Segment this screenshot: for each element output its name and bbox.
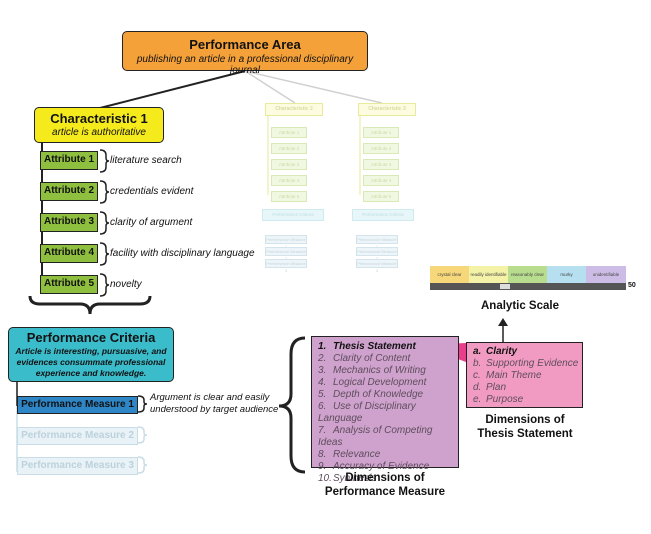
dimension-num: 6. — [318, 401, 327, 412]
dimension-num: 3. — [318, 365, 327, 376]
performance-criteria-subtitle: Article is interesting, pursuasive, and … — [15, 346, 167, 378]
dimensions-of-performance-measure-box: 1.Thesis Statement 2.Clarity of Content … — [311, 336, 459, 484]
dimension-num: 5. — [318, 389, 327, 400]
c3-attribute-5-faded: Attribute 5 — [363, 191, 399, 202]
dimensions-of-thesis-statement-box: a. Clarity b. Supporting Evidence c. Main T… — [466, 342, 583, 408]
c3-attribute-4-faded: Attribute 4 — [363, 175, 399, 186]
attribute-5-box: Attribute 5 — [40, 275, 98, 294]
dimension-item: 3. Mechanics of Writing — [318, 365, 458, 377]
attribute-2-text: credentials evident — [110, 186, 194, 197]
dimension-text: Clarity of Content — [333, 353, 411, 364]
c3-pm-1-faded: Performance Measure 1 — [356, 235, 398, 249]
dimension-item: 7.Analysis of Competing Ideas — [318, 425, 458, 449]
dimension-text: Mechanics of Writing — [333, 365, 426, 376]
dimension-text: Relevance — [333, 449, 381, 460]
thesis-dimension-num: d. — [473, 382, 482, 393]
scale-value: 50 — [628, 282, 636, 289]
dimension-item: 2. Clarity of Content — [318, 353, 458, 365]
performance-criteria-title: Performance Criteria — [26, 330, 156, 345]
dimension-num: 9. — [318, 461, 327, 472]
thesis-dimension-num: e. — [473, 394, 482, 405]
dimension-text: Thesis Statement — [333, 341, 416, 352]
attribute-2-box: Attribute 2 — [40, 182, 98, 201]
attribute-3-box: Attribute 3 — [40, 213, 98, 232]
thesis-dimension-item: b. Supporting Evidence — [473, 358, 582, 370]
attribute-3-text: clarity of argument — [110, 217, 193, 228]
dimensions-of-performance-measure-caption: Dimensions of Performance Measure — [324, 472, 446, 498]
performance-area-title: Performance Area — [189, 37, 301, 52]
c2-attribute-5-faded: Attribute 5 — [271, 191, 307, 202]
dimension-item: 6.Use of Disciplinary Language — [318, 401, 458, 425]
thesis-dimension-item: c. Main Theme — [473, 370, 582, 382]
c2-attribute-2-faded: Attribute 2 — [271, 143, 307, 154]
dimension-text: Analysis of Competing Ideas — [318, 425, 433, 448]
thesis-dimension-item: e. Purpose — [473, 394, 582, 406]
thesis-dimension-text: Main Theme — [486, 370, 542, 381]
c3-attribute-2-faded: Attribute 2 — [363, 143, 399, 154]
characteristic-3-faded: Characteristic 3 — [358, 103, 416, 116]
c3-performance-criteria-faded: Performance Criteria — [352, 209, 414, 221]
performance-measure-1: Performance Measure 1 — [17, 396, 138, 414]
analytic-scale-caption: Analytic Scale — [481, 300, 559, 312]
thesis-dimension-text: Purpose — [486, 394, 524, 405]
characteristic-1-title: Characteristic 1 — [50, 111, 148, 126]
attribute-1-text: literature search — [110, 155, 182, 166]
attribute-4-box: Attribute 4 — [40, 244, 98, 263]
performance-criteria-box: Performance Criteria Article is interest… — [8, 327, 174, 382]
c2-attribute-3-faded: Attribute 3 — [271, 159, 307, 170]
dimension-text: Depth of Knowledge — [333, 389, 424, 400]
attribute-1-box: Attribute 1 — [40, 151, 98, 170]
thesis-dimension-num: b. — [473, 358, 482, 369]
thesis-dimension-num: a. — [473, 346, 482, 357]
dimension-num: 8. — [318, 449, 327, 460]
scale-level-unidentifiable: unidentifiable — [586, 266, 626, 283]
c2-attribute-4-faded: Attribute 4 — [271, 175, 307, 186]
thesis-dimension-text: Supporting Evidence — [486, 358, 579, 369]
c2-pm-1-faded: Performance Measure 1 — [265, 235, 307, 249]
performance-area-box: Performance Area publishing an article i… — [122, 31, 368, 76]
c2-performance-criteria-faded: Performance Criteria — [262, 209, 324, 221]
c3-attribute-1-faded: Attribute 1 — [363, 127, 399, 138]
performance-measure-2: Performance Measure 2 — [17, 427, 138, 445]
dimension-item: 10.Synthesis — [318, 473, 458, 485]
c2-pm-3-faded: Performance Measure 3 — [265, 259, 307, 273]
dimension-num: 1. — [318, 341, 327, 352]
scale-level-readily-identifiable: readily identifiable — [469, 266, 508, 283]
dimension-num: 7. — [318, 425, 327, 436]
dimension-item: 5. Depth of Knowledge — [318, 389, 458, 401]
thesis-dimension-item: a. Clarity — [473, 346, 582, 358]
performance-area-subtitle: publishing an article in a professional … — [136, 54, 354, 76]
thesis-dimension-num: c. — [473, 370, 481, 381]
dimension-text: Accuracy of Evidence — [333, 461, 430, 472]
dimension-text: Logical Development — [333, 377, 427, 388]
performance-measure-1-text: Argument is clear and easily understood … — [150, 392, 279, 415]
c3-attribute-3-faded: Attribute 3 — [363, 159, 399, 170]
c3-pm-3-faded: Performance Measure 3 — [356, 259, 398, 273]
c2-attribute-1-faded: Attribute 1 — [271, 127, 307, 138]
scale-level-murky: murky — [547, 266, 586, 283]
attribute-4-text: facility with disciplinary language — [110, 248, 255, 259]
c2-pm-2-faded: Performance Measure 2 — [265, 247, 307, 261]
dimension-text: Use of Disciplinary Language — [318, 401, 416, 424]
thesis-dimension-text: Plan — [486, 382, 507, 393]
characteristic-1-box: Characteristic 1 article is authoritativ… — [34, 107, 164, 143]
dimension-text: Synthesis — [333, 473, 377, 484]
dimension-num: 10. — [318, 473, 332, 484]
c3-pm-2-faded: Performance Measure 2 — [356, 247, 398, 261]
scale-level-reasonably-clear: reasonably clear — [508, 266, 547, 283]
dimensions-of-thesis-statement-caption: Dimensions of Thesis Statement — [477, 414, 573, 440]
dimension-num: 2. — [318, 353, 327, 364]
dimension-item: 8. Relevance — [318, 449, 458, 461]
dimension-item: 9. Accuracy of Evidence — [318, 461, 458, 473]
dimension-item: 4. Logical Development — [318, 377, 458, 389]
characteristic-1-subtitle: article is authoritative — [52, 127, 146, 138]
attribute-5-text: novelty — [110, 279, 142, 290]
characteristic-2-faded: Characteristic 2 — [265, 103, 323, 116]
dimension-item: 1. Thesis Statement — [318, 341, 458, 353]
performance-measure-3: Performance Measure 3 — [17, 457, 138, 475]
thesis-dimension-text: Clarity — [486, 346, 518, 357]
scale-level-crystal-clear: crystal clear — [430, 266, 469, 283]
thesis-dimension-item: d. Plan — [473, 382, 582, 394]
dimension-num: 4. — [318, 377, 327, 388]
